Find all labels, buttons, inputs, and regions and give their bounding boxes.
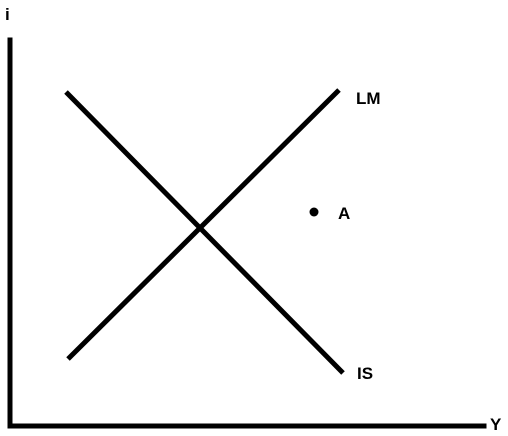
is-curve-label: IS	[357, 364, 373, 383]
point-a-dot	[309, 207, 319, 217]
lm-curve	[66, 88, 341, 361]
is-curve	[64, 90, 345, 375]
lm-curve-label: LM	[356, 89, 381, 108]
x-axis-label: Y	[490, 415, 502, 434]
point-a-label: A	[338, 204, 350, 223]
y-axis-label: i	[5, 5, 10, 24]
